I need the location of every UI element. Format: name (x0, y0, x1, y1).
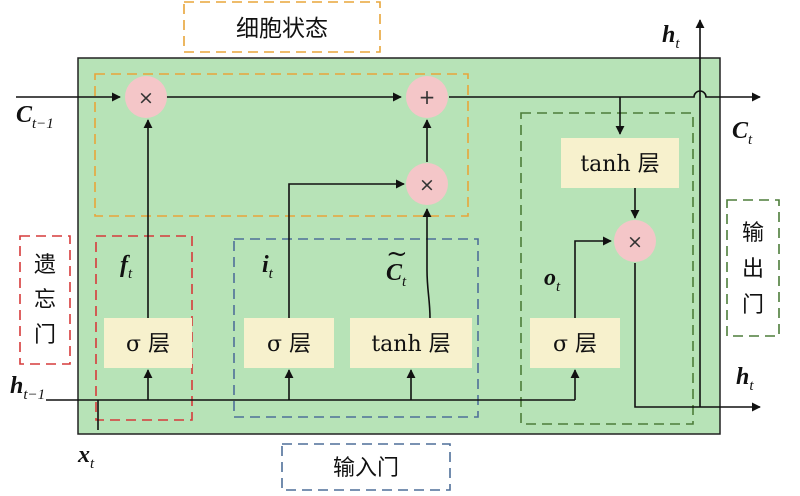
cell-add-symbol: + (419, 85, 436, 109)
input-gate-label: 输入门 (333, 456, 399, 481)
forget-multiply-symbol: × (138, 87, 154, 109)
c-next-label: Ct (732, 118, 753, 148)
o-label: ot (544, 265, 561, 295)
candidate-tanh-layer (350, 318, 472, 368)
input-to-multiply-wire (288, 179, 405, 318)
forget-sigma-layer (104, 318, 192, 368)
forget-gate-label-2: 忘 (34, 288, 56, 313)
cell-tanh-layer-label: tanh 层 (580, 152, 659, 177)
output-sigma-layer-label: σ 层 (553, 332, 597, 357)
output-gate-label-2: 出 (742, 257, 764, 282)
lstm-cell-body (77, 57, 721, 435)
c-prev-label: Ct−1 (16, 102, 54, 132)
forget-sigma-layer-label: σ 层 (126, 332, 170, 357)
forget-gate-label-1: 遗 (34, 253, 56, 278)
x-label: xt (77, 442, 95, 472)
forget-gate-label-box (19, 235, 71, 365)
input-sigma-layer-label: σ 层 (267, 332, 311, 357)
output-gate-region (520, 112, 694, 425)
cell-state-label-box (183, 1, 381, 53)
input-sigma-layer (244, 318, 334, 368)
output-gate-label-box (726, 199, 780, 337)
h-prev-label: ht−1 (10, 373, 45, 403)
i-label: it (262, 252, 274, 282)
input-gate-label-box (281, 443, 451, 491)
forget-multiply-node (125, 76, 167, 118)
cell-add-node (406, 76, 448, 118)
input-multiply-symbol: × (419, 174, 435, 196)
output-to-multiply-wire (574, 236, 612, 318)
output-to-h-wire (634, 263, 761, 412)
candidate-to-multiply-wire (422, 208, 432, 319)
output-multiply-node (614, 220, 656, 262)
output-multiply-symbol: × (627, 231, 643, 253)
candidate-tanh-layer-label: tanh 层 (371, 332, 450, 357)
c-tilde-mark: ~ (386, 239, 408, 269)
c-tilde-label: Ct (386, 260, 407, 290)
forget-gate-label-3: 门 (34, 323, 56, 348)
output-sigma-layer (530, 318, 620, 368)
cell-state-label: 细胞状态 (236, 16, 328, 42)
output-gate-label-3: 门 (742, 293, 764, 318)
f-label: ft (120, 252, 133, 282)
h-top-label: ht (662, 22, 680, 52)
h-right-label: ht (736, 364, 754, 394)
input-gate-region (233, 238, 479, 418)
input-multiply-node (406, 163, 448, 205)
output-gate-label-1: 输 (742, 221, 764, 246)
cell-tanh-layer (561, 138, 679, 188)
forget-gate-region (95, 235, 193, 421)
